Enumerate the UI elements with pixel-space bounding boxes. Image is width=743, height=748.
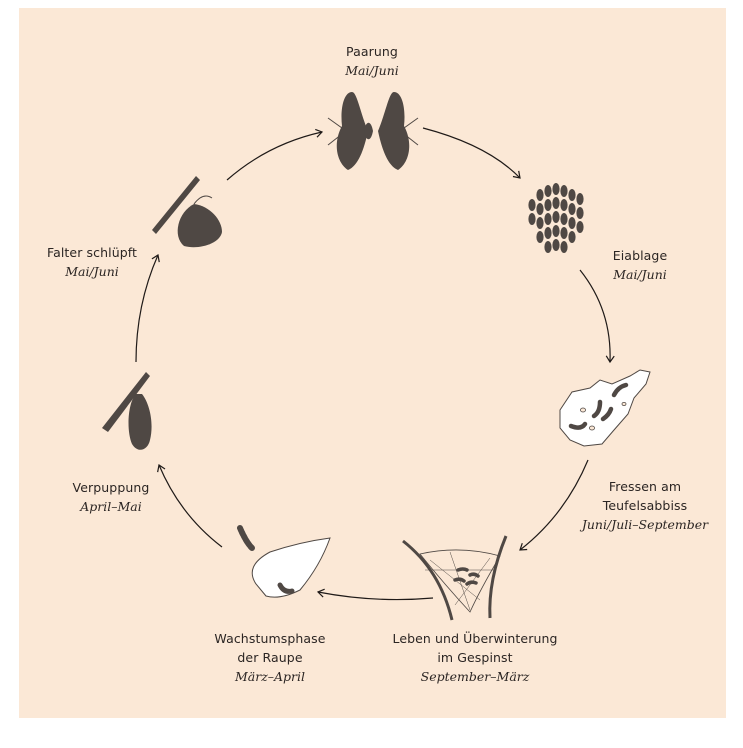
- pupa-icon: [102, 372, 152, 450]
- egg: [544, 185, 552, 197]
- hatching-butterfly-icon: [152, 176, 222, 248]
- egg: [560, 213, 568, 225]
- egg: [544, 199, 552, 211]
- egg: [576, 193, 584, 205]
- egg: [552, 225, 560, 237]
- egg: [536, 189, 544, 201]
- egg: [528, 199, 536, 211]
- mating-butterflies-icon: [327, 92, 419, 170]
- arrow-nest-to-growth: [316, 588, 434, 601]
- egg: [568, 217, 576, 229]
- stage-label-pupation: Verpuppung April–Mai: [72, 480, 150, 514]
- egg: [568, 203, 576, 215]
- arrow-growth-to-pupa: [157, 464, 223, 548]
- egg: [560, 185, 568, 197]
- egg: [552, 197, 560, 209]
- stage-label-hatching: Falter schlüpft Mai/Juni: [46, 245, 138, 279]
- egg: [536, 217, 544, 229]
- egg: [544, 227, 552, 239]
- arrow-mating-to-eggs: [422, 127, 521, 179]
- egg: [560, 227, 568, 239]
- egg: [536, 203, 544, 215]
- leaf-feeding-caterpillars-icon: [559, 369, 651, 447]
- stage-label-feeding: Fressen am Teufelsabbiss Juni/Juli–Septe…: [581, 479, 709, 532]
- stage-label-egg-laying: Eiablage Mai/Juni: [612, 248, 668, 282]
- egg: [552, 183, 560, 195]
- egg: [544, 241, 552, 253]
- arrow-feeding-to-nest: [519, 459, 589, 551]
- egg: [568, 189, 576, 201]
- arrow-eggs-to-feeding: [579, 269, 615, 364]
- egg: [544, 213, 552, 225]
- egg: [552, 239, 560, 251]
- egg: [576, 207, 584, 219]
- egg: [576, 221, 584, 233]
- stage-label-mating: Paarung Mai/Juni: [345, 44, 399, 78]
- stage-label-growth: Wachstumsphase der Raupe März–April: [214, 631, 326, 684]
- egg: [528, 213, 536, 225]
- egg: [568, 231, 576, 243]
- egg-cluster-icon: [528, 183, 584, 253]
- egg: [536, 231, 544, 243]
- egg: [560, 199, 568, 211]
- egg: [560, 241, 568, 253]
- web-nest-icon: [402, 535, 508, 621]
- arrow-pupa-to-hatching: [135, 254, 160, 363]
- egg: [552, 211, 560, 223]
- stage-label-web-nest: Leben und Überwinterung im Gespinst Sept…: [392, 631, 558, 684]
- arrow-hatching-to-mating: [226, 128, 324, 181]
- growing-caterpillar-icon: [237, 525, 331, 598]
